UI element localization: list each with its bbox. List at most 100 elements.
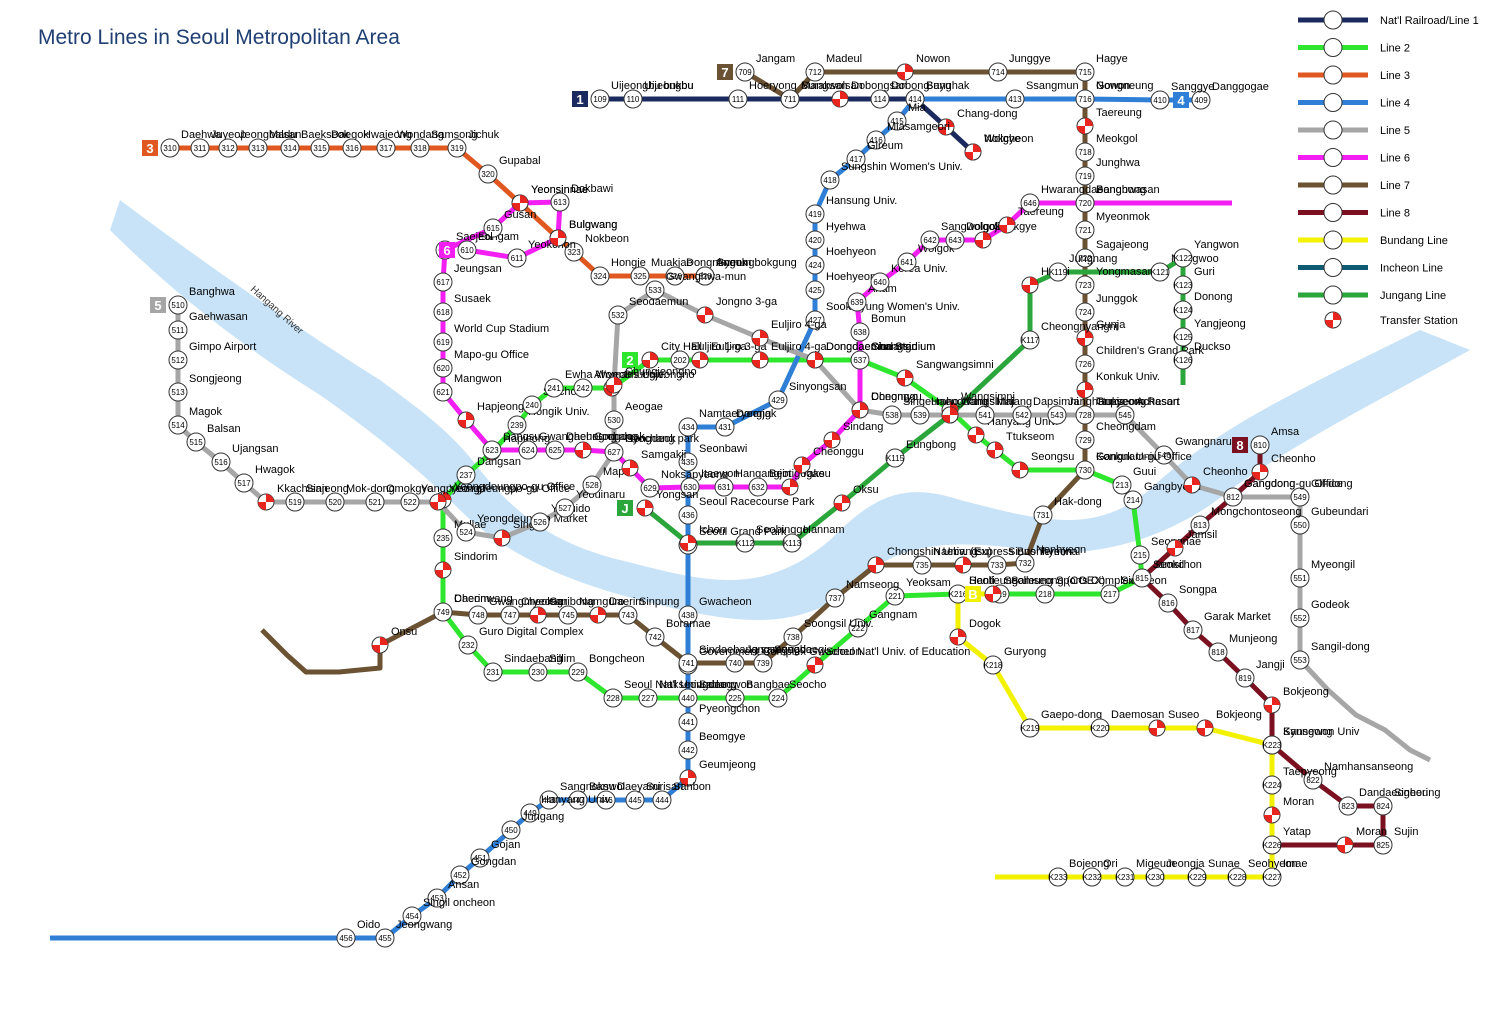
station[interactable]: Euljiro 4-ga [751,319,828,347]
station[interactable]: Cheonho [1251,453,1316,481]
station[interactable]: Yongsan [636,489,698,517]
station[interactable]: Cheonho [1183,466,1248,494]
station[interactable]: Sindang [823,421,883,449]
station[interactable]: Moran [1336,826,1387,854]
station[interactable]: Bokjeong [1196,709,1262,737]
station[interactable]: Chang-dong [937,108,1018,136]
station[interactable]: Yeongdeungpo-gu Office [429,483,570,511]
station[interactable]: Moran [1263,796,1314,824]
station[interactable]: City Hall [641,341,702,369]
station[interactable]: Express Bus Terminal [954,546,1080,574]
station[interactable]: Garibong [529,596,594,624]
station[interactable]: Euljiro 3-ga [691,341,768,369]
station[interactable]: Yaksu [781,468,831,496]
station[interactable]: Seolleung [984,575,1053,603]
station[interactable]: Sangwangsimni [896,359,994,387]
station[interactable]: Jongno 3-ga [696,296,778,324]
station[interactable]: Chongshin Univ. (Isu) [867,546,992,574]
station[interactable]: Bulgwang [549,219,617,247]
